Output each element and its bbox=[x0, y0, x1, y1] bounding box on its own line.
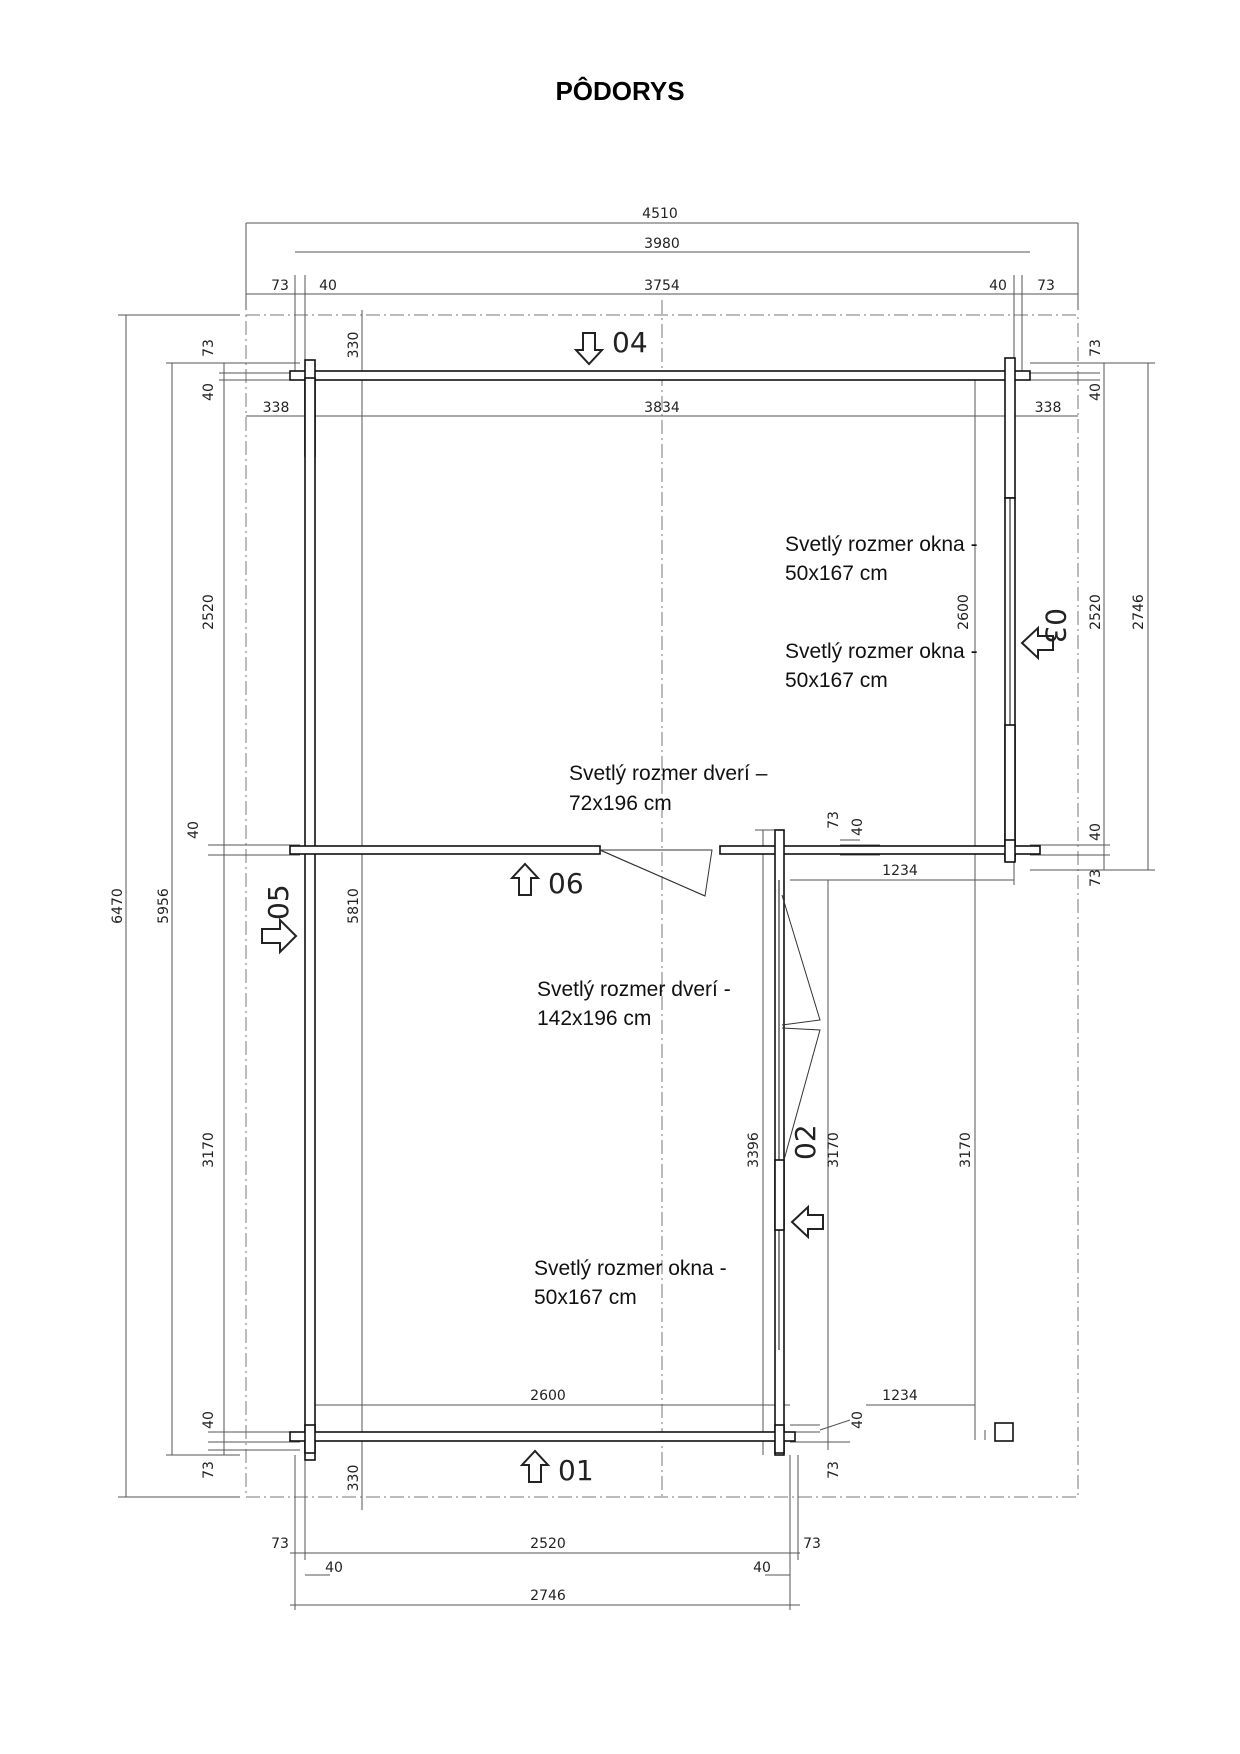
dim-mid-wall: 40 bbox=[850, 818, 866, 836]
wall-label-04: 04 bbox=[612, 326, 648, 359]
opening-notes: Svetlý rozmer okna - 50x167 cm Svetlý ro… bbox=[534, 533, 978, 1309]
note-window-right-2-line2: 50x167 cm bbox=[785, 669, 888, 692]
dim-left-mid-wall: 40 bbox=[186, 821, 202, 839]
dim-bottom-right-wall: 40 bbox=[753, 1560, 771, 1576]
wall-arrows bbox=[261, 332, 1054, 1483]
arrow-left-icon bbox=[790, 1204, 824, 1240]
dim-left-bottom-offset: 73 bbox=[201, 1461, 217, 1479]
dim-top-right-offset: 73 bbox=[1037, 278, 1055, 294]
dim-top-inner: 3980 bbox=[644, 236, 680, 252]
dim-bottom-total: 2746 bbox=[530, 1588, 566, 1604]
dim-step-wall-span: 3170 bbox=[826, 1132, 842, 1168]
dim-top-left-overhang: 338 bbox=[263, 400, 290, 416]
wall-label-05: 05 bbox=[262, 884, 295, 920]
dim-top-span: 3754 bbox=[644, 278, 680, 294]
note-door-inner-line2: 72x196 cm bbox=[569, 792, 672, 815]
dim-left-top-wall: 40 bbox=[201, 383, 217, 401]
note-door-inner-line1: Svetlý rozmer dverí – bbox=[569, 762, 768, 785]
dim-left-top-offset: 73 bbox=[201, 339, 217, 357]
dash-dot-lines bbox=[245, 300, 1079, 1500]
dim-bottom-inner: 2600 bbox=[530, 1388, 566, 1404]
dim-right-lower: 3170 bbox=[958, 1132, 974, 1168]
dim-right-upper: 2520 bbox=[1088, 594, 1104, 630]
dim-top-right-overhang: 338 bbox=[1035, 400, 1062, 416]
dim-right-upper-total: 2746 bbox=[1131, 594, 1147, 630]
dim-bottom-depth: 330 bbox=[346, 1465, 362, 1492]
wall-06-middle-right bbox=[719, 845, 1041, 855]
note-window-right-2-line1: Svetlý rozmer okna - bbox=[785, 640, 978, 663]
dim-right-mid-offset: 73 bbox=[1088, 869, 1104, 887]
arrow-right-icon bbox=[261, 917, 298, 955]
corner-post-top-right bbox=[1004, 357, 1016, 499]
dim-right-top-wall: 40 bbox=[1088, 383, 1104, 401]
note-door-double-line1: Svetlý rozmer dverí - bbox=[537, 978, 731, 1001]
dim-right-mid-wall: 40 bbox=[1088, 823, 1104, 841]
dim-bottom-left-wall: 40 bbox=[325, 1560, 343, 1576]
dim-left-lower: 3170 bbox=[201, 1132, 217, 1168]
dim-mid-offset: 73 bbox=[826, 811, 842, 829]
note-window-right-1-line2: 50x167 cm bbox=[785, 562, 888, 585]
dimension-lines bbox=[118, 222, 1155, 1610]
dim-mid-step: 1234 bbox=[882, 863, 918, 879]
note-window-front-line1: Svetlý rozmer okna - bbox=[534, 1257, 727, 1280]
dim-top-wall-length: 3834 bbox=[644, 400, 680, 416]
double-door-swing-lower bbox=[781, 1027, 821, 1161]
dim-left-total: 6470 bbox=[110, 888, 126, 924]
dim-bottom-corner-wall: 40 bbox=[850, 1411, 866, 1429]
wall-label-01: 01 bbox=[558, 1454, 594, 1487]
arrow-left-icon bbox=[1020, 625, 1054, 661]
note-door-double-line2: 142x196 cm bbox=[537, 1007, 651, 1030]
arrow-up-icon bbox=[519, 1449, 551, 1483]
wall-01-front bbox=[289, 1431, 796, 1442]
dim-right-top-offset: 73 bbox=[1088, 339, 1104, 357]
walls bbox=[289, 357, 1041, 1461]
wall-06-middle-left bbox=[289, 845, 601, 855]
dim-top-total: 4510 bbox=[642, 206, 678, 222]
double-door-swing-upper bbox=[781, 894, 821, 1026]
wall-label-03: 03 bbox=[1039, 608, 1072, 644]
wall-04-top bbox=[289, 370, 1031, 381]
dim-inner-left: 5810 bbox=[346, 888, 362, 924]
dim-top-left-wall: 40 bbox=[319, 278, 337, 294]
dim-bottom-right-offset: 73 bbox=[826, 1461, 842, 1479]
dim-left-bottom-wall: 40 bbox=[201, 1411, 217, 1429]
dim-top-left-offset: 73 bbox=[271, 278, 289, 294]
wall-label-02: 02 bbox=[789, 1124, 822, 1160]
dim-top-right-wall: 40 bbox=[989, 278, 1007, 294]
dim-step-wall-inner: 3396 bbox=[746, 1132, 762, 1168]
wall-label-06: 06 bbox=[548, 867, 584, 900]
page-title: PÔDORYS bbox=[555, 76, 685, 106]
dim-right-upper-inner: 2600 bbox=[956, 594, 972, 630]
dim-bottom-step: 1234 bbox=[882, 1388, 918, 1404]
dim-bottom-left-offset: 73 bbox=[271, 1536, 289, 1552]
dim-bottom-span: 2520 bbox=[530, 1536, 566, 1552]
arrow-down-icon bbox=[573, 332, 605, 366]
wall-05-left bbox=[304, 377, 316, 1461]
dim-bottom-right-offset-2: 73 bbox=[803, 1536, 821, 1552]
note-window-right-1-line1: Svetlý rozmer okna - bbox=[785, 533, 978, 556]
dim-top-depth-left: 330 bbox=[346, 332, 362, 359]
arrow-up-icon bbox=[509, 862, 541, 896]
note-window-front-line2: 50x167 cm bbox=[534, 1286, 637, 1309]
dim-left-inner: 5956 bbox=[156, 888, 172, 924]
dim-left-upper: 2520 bbox=[201, 594, 217, 630]
